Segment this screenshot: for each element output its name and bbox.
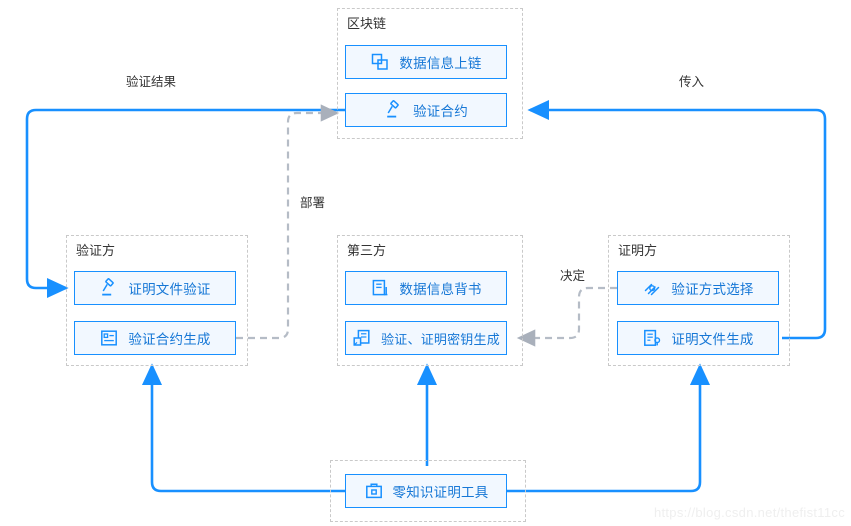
gavel-icon	[99, 278, 119, 298]
branch-icon	[642, 278, 662, 298]
edge-label-deploy: 部署	[300, 196, 326, 210]
edge-label-input-transfer: 传入	[679, 75, 705, 89]
node-label: 验证合约生成	[128, 332, 211, 347]
edge-label-decide: 决定	[560, 269, 586, 283]
node-zero-knowledge-proof-tool[interactable]: 零知识证明工具	[345, 474, 507, 508]
node-verify-contract[interactable]: 验证合约	[345, 93, 507, 127]
group-title-prover: 证明方	[618, 243, 658, 258]
key-server-icon	[352, 328, 372, 348]
document-key-icon	[642, 328, 662, 348]
edge-tool-to-prover	[507, 363, 711, 493]
node-verification-method-selection[interactable]: 验证方式选择	[617, 271, 779, 305]
node-proof-file-verification[interactable]: 证明文件验证	[74, 271, 236, 305]
edge-tool-to-verifier	[141, 363, 345, 493]
edge-deploy	[236, 104, 340, 340]
layers-icon	[370, 52, 390, 72]
bank-icon	[370, 278, 390, 298]
node-label: 数据信息背书	[399, 282, 482, 297]
node-verify-contract-generation[interactable]: 验证合约生成	[74, 321, 236, 355]
toolbox-icon	[364, 481, 384, 501]
node-proof-file-generation[interactable]: 证明文件生成	[617, 321, 779, 355]
group-thirdparty	[337, 235, 523, 366]
node-key-generation[interactable]: 验证、证明密钥生成	[345, 321, 507, 355]
group-prover	[608, 235, 790, 366]
node-data-on-chain[interactable]: 数据信息上链	[345, 45, 507, 79]
group-title-verifier: 验证方	[76, 243, 116, 258]
node-label: 数据信息上链	[399, 56, 482, 71]
node-label: 证明文件验证	[128, 282, 211, 297]
group-verifier	[66, 235, 248, 366]
group-title-thirdparty: 第三方	[347, 243, 387, 258]
node-label: 验证、证明密钥生成	[381, 331, 500, 347]
edge-label-verification-result: 验证结果	[126, 75, 177, 89]
contract-icon	[99, 328, 119, 348]
group-blockchain	[337, 8, 523, 139]
node-label: 验证合约	[413, 104, 468, 119]
watermark: https://blog.csdn.net/thefist11cc	[653, 505, 845, 520]
node-data-endorsement[interactable]: 数据信息背书	[345, 271, 507, 305]
node-label: 证明文件生成	[671, 332, 754, 347]
node-label: 验证方式选择	[671, 282, 754, 297]
node-label: 零知识证明工具	[392, 485, 489, 500]
edge-decide	[516, 286, 617, 347]
group-tool	[330, 460, 526, 522]
gavel-icon	[384, 100, 404, 120]
group-title-blockchain: 区块链	[347, 16, 387, 31]
